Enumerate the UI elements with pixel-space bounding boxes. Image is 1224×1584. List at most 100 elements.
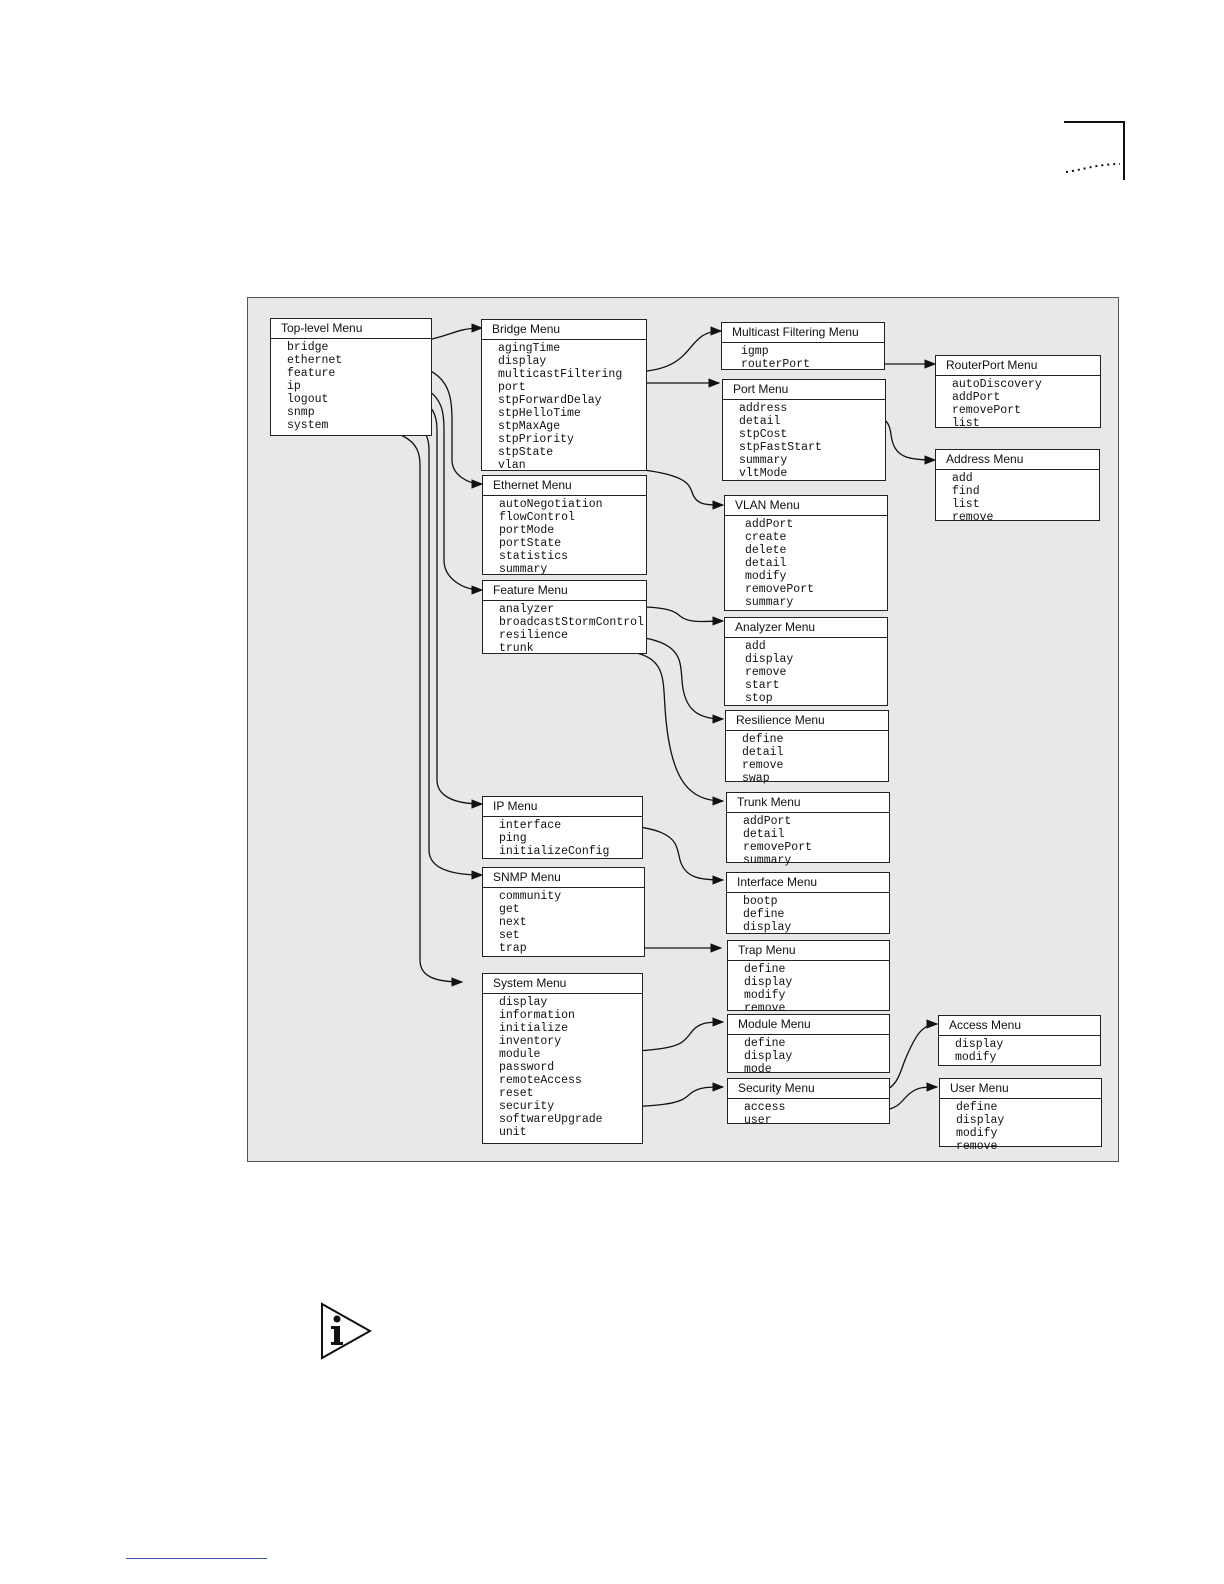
menu-item: autoDiscovery <box>952 378 1042 391</box>
menu-item: detail <box>743 828 785 841</box>
menu-item: stpState <box>498 446 554 459</box>
system-menu: System Menu display information initiali… <box>482 973 643 1144</box>
menu-item: access <box>744 1101 786 1114</box>
menu-item-ethernet: ethernet <box>287 354 343 367</box>
menu-item: multicastFiltering <box>498 368 623 381</box>
user-menu: User Menu define display modify remove <box>939 1078 1102 1153</box>
menu-item: define <box>744 1037 786 1050</box>
security-menu: Security Menu access user <box>727 1078 890 1127</box>
menu-item: stop <box>745 692 773 705</box>
vlan-menu: VLAN Menu addPort create delete detail m… <box>724 495 888 611</box>
menu-item: vlan <box>498 459 526 472</box>
ip-menu: IP Menu interface ping initializeConfig <box>482 796 643 859</box>
menu-item-snmp: snmp <box>287 406 315 419</box>
menu-item: modify <box>744 989 786 1002</box>
menu-item: add <box>745 640 766 653</box>
menu-item: remoteAccess <box>499 1074 582 1087</box>
bridge-menu: Bridge Menu agingTime display multicastF… <box>481 319 647 472</box>
menu-item: unit <box>499 1126 527 1139</box>
menu-item: interface <box>499 819 562 832</box>
menu-title: Feature Menu <box>483 581 646 601</box>
menu-item: stpHelloTime <box>498 407 581 420</box>
menu-item-bridge: bridge <box>287 341 329 354</box>
interface-menu: Interface Menu bootp define display <box>726 872 890 934</box>
menu-item: define <box>742 733 784 746</box>
menu-item: remove <box>742 759 784 772</box>
menu-item: display <box>744 1050 793 1063</box>
menu-item: define <box>743 908 785 921</box>
menu-title: Access Menu <box>939 1016 1100 1036</box>
menu-item: agingTime <box>498 342 561 355</box>
menu-item: display <box>744 976 793 989</box>
address-menu: Address Menu add find list remove <box>935 449 1100 524</box>
resilience-menu: Resilience Menu define detail remove swa… <box>725 710 889 785</box>
port-menu: Port Menu address detail stpCost stpFast… <box>722 379 886 481</box>
menu-item: start <box>745 679 780 692</box>
menu-item: create <box>745 531 787 544</box>
menu-item: summary <box>745 596 794 609</box>
menu-item: modify <box>745 570 787 583</box>
menu-item: stpForwardDelay <box>498 394 602 407</box>
top-level-menu: Top-level Menu bridge ethernet feature i… <box>270 318 432 436</box>
menu-title: Trunk Menu <box>727 793 889 813</box>
menu-item: add <box>952 472 973 485</box>
menu-item: display <box>745 653 794 666</box>
menu-title: Port Menu <box>723 380 885 400</box>
menu-item: remove <box>956 1140 998 1153</box>
menu-item: initializeConfig <box>499 845 610 858</box>
menu-item: summary <box>499 563 548 576</box>
multicast-filtering-menu: Multicast Filtering Menu igmp routerPort <box>721 322 885 371</box>
menu-title: Security Menu <box>728 1079 889 1099</box>
menu-item: security <box>499 1100 555 1113</box>
menu-title: Ethernet Menu <box>483 476 646 496</box>
menu-title: IP Menu <box>483 797 642 817</box>
footer-rule <box>126 1558 267 1559</box>
menu-title: Resilience Menu <box>726 711 888 731</box>
menu-item: addPort <box>952 391 1001 404</box>
menu-item: password <box>499 1061 555 1074</box>
menu-item: remove <box>744 1002 786 1015</box>
menu-item: autoNegotiation <box>499 498 603 511</box>
menu-item: softwareUpgrade <box>499 1113 603 1126</box>
menu-item: display <box>498 355 547 368</box>
menu-title: Multicast Filtering Menu <box>722 323 884 343</box>
menu-item: stpMaxAge <box>498 420 561 433</box>
menu-item-feature: feature <box>287 367 336 380</box>
menu-item: community <box>499 890 562 903</box>
menu-title: Bridge Menu <box>482 320 646 340</box>
menu-item: ping <box>499 832 527 845</box>
menu-item: inventory <box>499 1035 562 1048</box>
ethernet-menu: Ethernet Menu autoNegotiation flowContro… <box>482 475 647 576</box>
menu-title: Analyzer Menu <box>725 618 887 638</box>
menu-item: define <box>956 1101 998 1114</box>
menu-item: routerPort <box>741 358 811 371</box>
menu-item: remove <box>745 666 787 679</box>
menu-title: SNMP Menu <box>483 868 644 888</box>
trap-menu: Trap Menu define display modify remove <box>727 940 890 1015</box>
menu-item: statistics <box>499 550 569 563</box>
menu-title: User Menu <box>940 1079 1101 1099</box>
menu-item: trap <box>499 942 527 955</box>
menu-title: RouterPort Menu <box>936 356 1100 376</box>
menu-item: broadcastStormControl <box>499 616 644 629</box>
menu-item: removePort <box>952 404 1022 417</box>
menu-item: find <box>952 485 980 498</box>
menu-title: Module Menu <box>728 1015 889 1035</box>
menu-item: flowControl <box>499 511 575 524</box>
analyzer-menu: Analyzer Menu add display remove start s… <box>724 617 888 706</box>
menu-item: detail <box>745 557 787 570</box>
menu-item: mode <box>744 1063 772 1076</box>
menu-item: initialize <box>499 1022 569 1035</box>
menu-item: summary <box>739 454 788 467</box>
menu-item: igmp <box>741 345 769 358</box>
menu-title: VLAN Menu <box>725 496 887 516</box>
menu-item: bootp <box>743 895 778 908</box>
menu-item: address <box>739 402 788 415</box>
menu-item: display <box>956 1114 1005 1127</box>
menu-item: display <box>499 996 548 1009</box>
menu-item: stpPriority <box>498 433 574 446</box>
menu-item: list <box>952 417 980 430</box>
menu-item: get <box>499 903 520 916</box>
menu-title: Interface Menu <box>727 873 889 893</box>
menu-item: next <box>499 916 527 929</box>
